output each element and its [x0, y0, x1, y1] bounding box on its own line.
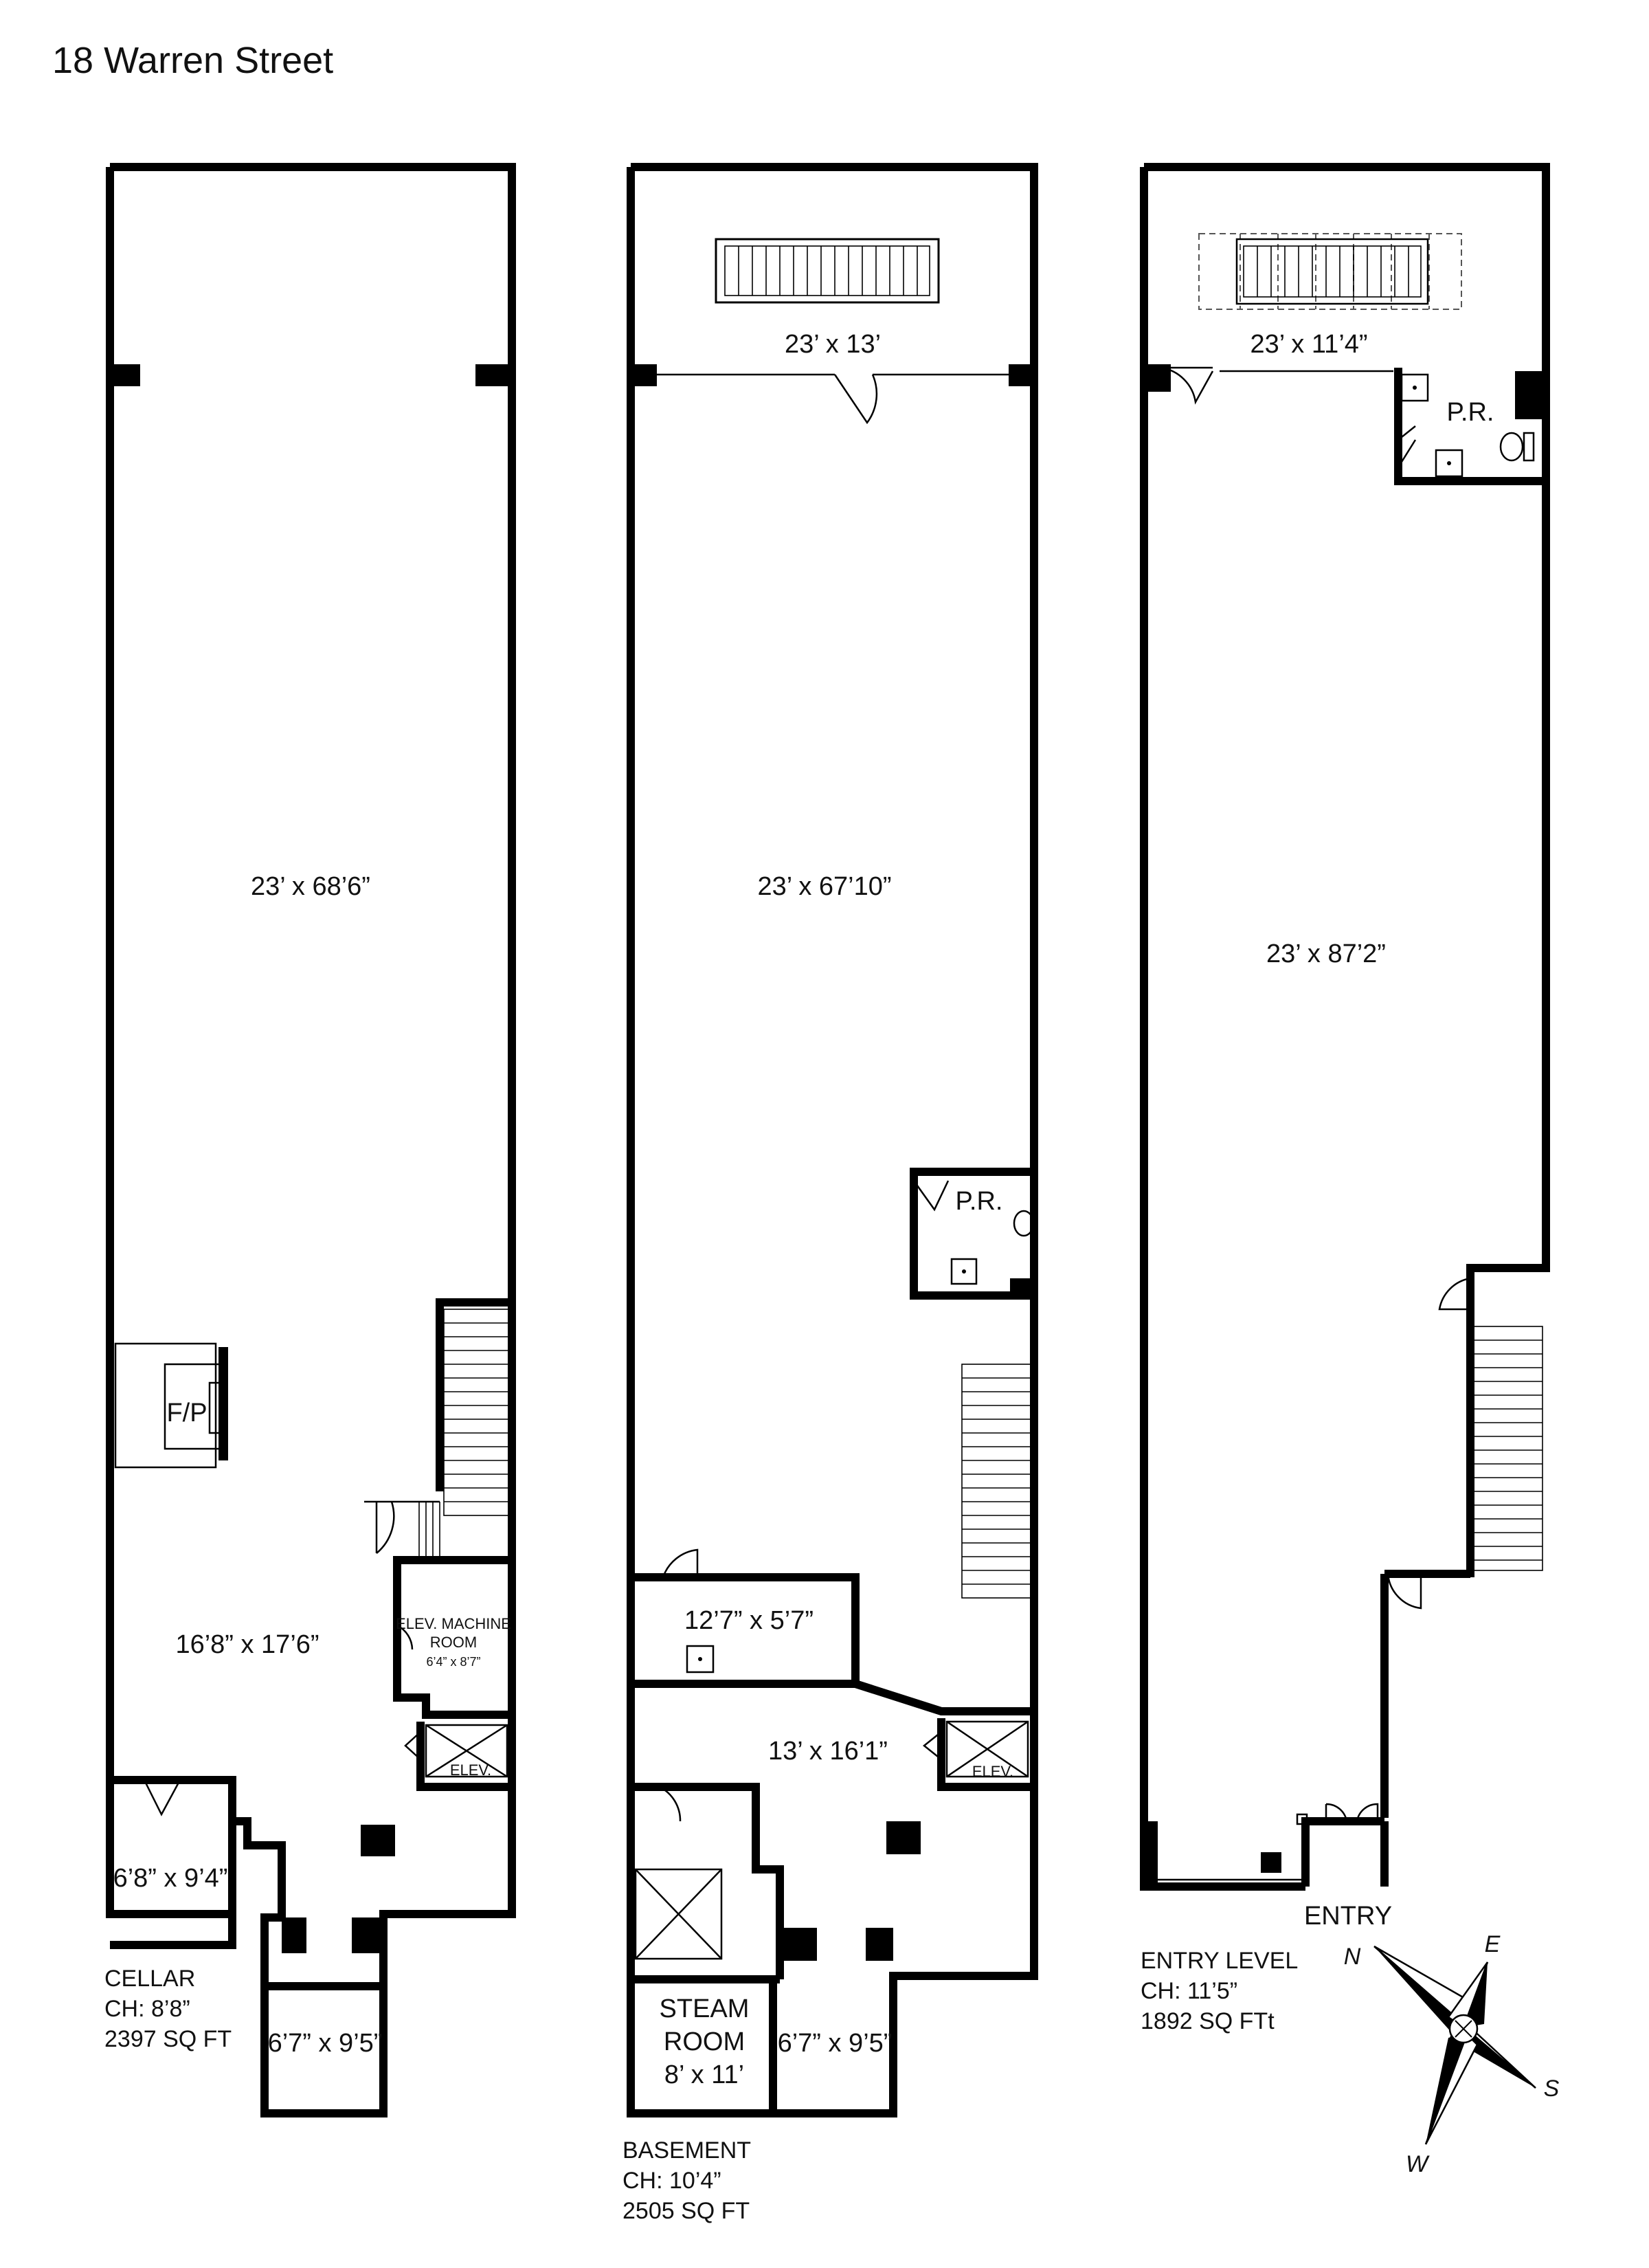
basement-elev-label: ELEV. [972, 1763, 1013, 1780]
compass-rose: N E S W [1344, 1931, 1560, 2177]
cellar-stairs [418, 1309, 509, 1557]
cellar-machine-label-2: ROOM [430, 1634, 477, 1651]
basement-plan: 23’ x 13’ 23’ x 67’10” P.R. 12’7” x 5’7”… [622, 163, 1038, 2224]
entry-entry-label: ENTRY [1304, 1902, 1392, 1931]
compass-e: E [1485, 1931, 1501, 1957]
entry-main-label: 23’ x 87’2” [1266, 940, 1386, 968]
compass-arm-n-dark [1374, 1946, 1463, 2034]
basement-ceiling: CH: 10’4” [622, 2168, 721, 2194]
entry-name: ENTRY LEVEL [1141, 1948, 1298, 1974]
entry-pr-label: P.R. [1446, 398, 1494, 427]
entry-area: 1892 SQ FTt [1141, 2008, 1275, 2034]
plan-title: 18 Warren Street [52, 40, 333, 81]
cellar-small-left-label: 6’8” x 9’4” [113, 1864, 228, 1893]
cellar-area: 2397 SQ FT [104, 2026, 232, 2052]
basement-area: 2505 SQ FT [622, 2198, 750, 2224]
basement-main-label: 23’ x 67’10” [757, 872, 891, 901]
cellar-small-bottom-label: 6’7” x 9’5” [268, 2029, 383, 2058]
cellar-fp-label: F/P [166, 1399, 207, 1427]
cellar-ceiling: CH: 8’8” [104, 1996, 190, 2022]
cellar-machine-label-1: ELEV. MACHINE [396, 1615, 511, 1632]
basement-steam-dim: 8’ x 11’ [664, 2060, 744, 2089]
compass-w: W [1406, 2151, 1430, 2177]
cellar-name: CELLAR [104, 1966, 195, 1992]
cellar-main-label: 23’ x 68’6” [251, 872, 370, 901]
entry-ceiling: CH: 11’5” [1141, 1978, 1237, 2004]
entry-top-stairs [1198, 233, 1462, 310]
basement-pr-label: P.R. [955, 1187, 1002, 1216]
cellar-plan: F/P ELEV. MACHINE ROOM 6’4” x 8’7” ELEV.… [104, 163, 516, 2117]
basement-storage-label: 12’7” x 5’7” [684, 1606, 814, 1635]
basement-name: BASEMENT [622, 2137, 751, 2164]
compass-s: S [1544, 2076, 1560, 2102]
basement-steam-label-1: STEAM [660, 1994, 750, 2023]
basement-top-label: 23’ x 13’ [785, 330, 881, 359]
entry-plan: 23’ x 11’4” P.R. 23’ x 87’2” ENTRY ENTRY… [1140, 163, 1550, 2034]
compass-n: N [1344, 1944, 1361, 1970]
entry-stairs [1473, 1326, 1543, 1571]
basement-top-stairs [715, 238, 940, 304]
basement-small-label: 6’7” x 9’5” [778, 2029, 893, 2058]
basement-stairs [961, 1364, 1031, 1599]
basement-steam-label-2: ROOM [664, 2027, 745, 2056]
entry-top-label: 23’ x 11’4” [1250, 330, 1367, 359]
cellar-lower-label: 16’8” x 17’6” [175, 1630, 319, 1659]
basement-lower-label: 13’ x 16’1” [768, 1737, 888, 1766]
cellar-elev-label: ELEV. [450, 1761, 491, 1779]
cellar-machine-dim: 6’4” x 8’7” [426, 1655, 480, 1669]
